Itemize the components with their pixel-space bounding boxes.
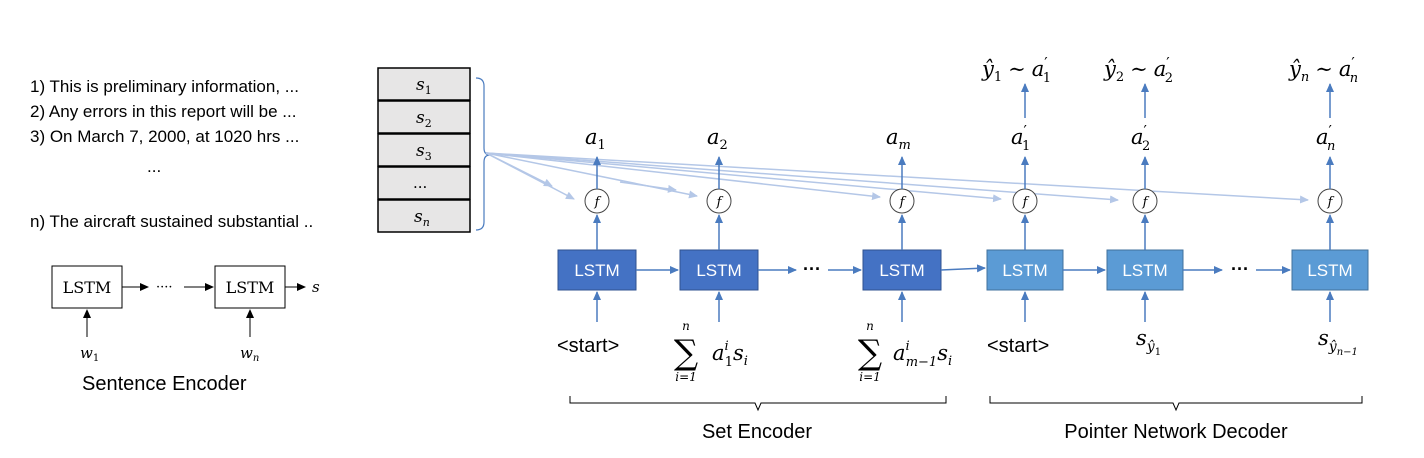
set-encoder-bracket [569,396,947,412]
enc-f-label-m: f [899,195,907,210]
enc-lstm-m-label: LSTM [879,261,924,280]
set-encoder-title: Set Encoder [702,421,812,443]
dec-lstm-n-label: LSTM [1307,261,1352,280]
stack-label-1: s1 [416,75,432,97]
stack-label-dots: ... [413,174,427,192]
stack-cell-3 [377,133,471,167]
sum2-top: n [866,319,874,333]
sent-output-s: s [312,278,320,296]
sent-dots: ···· [156,280,173,295]
dec-output-a1p: a′1 [1011,122,1030,154]
dec-input-s-y1: sŷ1 [1136,326,1161,358]
dec-lstm-1 [986,249,1064,291]
sentence-stack: s1 s2 s3 ... sn [377,67,491,233]
enc-f-label-1: f [594,195,602,210]
attn-line-4 [485,152,1002,203]
dec-f-label-2: f [1142,195,1150,210]
stack-cell-2 [377,100,471,134]
dec-f-label-1: f [1022,195,1030,210]
sentence-encoder-title: Sentence Encoder [82,373,247,395]
sentence-encoder: LSTM LSTM ···· s w1 wn Sentence Encoder [51,265,320,395]
enc-to-dec-arrow [940,264,986,273]
enc-output-am: am [886,125,911,153]
dec-output-a2p: a′2 [1131,122,1150,154]
attn-line-6 [485,152,1309,204]
stack-label-3: s3 [416,141,432,163]
enc-lstm-1-label: LSTM [574,261,619,280]
sentence-2: 2) Any errors in this report will be ... [30,102,296,121]
stack-cell-dots [377,166,471,200]
dec-prediction-1: ŷ1∼a′1 [981,54,1051,86]
enc-lstm-2 [679,249,759,291]
sentence-n: n) The aircraft sustained substantial .. [30,212,313,231]
stack-label-n: sn [414,207,430,229]
sentence-3: 3) On March 7, 2000, at 1020 hrs ... [30,127,299,146]
attn-line-8 [619,181,677,193]
attn-line-2 [485,152,698,199]
sum2-bottom: i=1 [859,370,881,384]
sum1-bottom: i=1 [675,370,697,384]
enc-f-label-2: f [716,195,724,210]
dec-prediction-n: ŷn∼a′n [1288,54,1358,86]
sent-lstm-1-label: LSTM [63,278,112,297]
dec-lstm-1-label: LSTM [1002,261,1047,280]
attention-lines [485,152,1309,204]
enc-output-a1: a1 [585,125,606,153]
sentence-list: 1) This is preliminary information, ... … [30,77,313,231]
enc-input-start: <start> [557,335,619,357]
sent-lstm-n-label: LSTM [226,278,275,297]
enc-dots: ··· [803,259,821,279]
sent-input-wn: wn [240,344,259,364]
dec-dots: ··· [1231,259,1249,279]
stack-cell-1 [377,67,471,101]
stack-cell-n [377,199,471,233]
dec-lstm-n [1291,249,1369,291]
stack-label-2: s2 [416,108,432,130]
sent-input-w1: w1 [80,344,99,364]
sum1-top: n [682,319,690,333]
set-encoder: LSTM LSTM LSTM ··· f f f a1 a2 am [557,125,952,443]
pointer-decoder-bracket [989,396,1363,412]
enc-lstm-m [862,249,942,291]
attn-line-7 [485,152,553,187]
dec-input-start: <start> [987,335,1049,357]
dec-lstm-2 [1106,249,1184,291]
dec-input-s-yn: sŷn−1 [1318,326,1358,358]
sentence-ellipsis: ... [147,157,161,176]
dec-output-anp: a′n [1316,122,1335,154]
attn-line-3 [485,152,881,201]
sent-lstm-n [214,265,286,309]
sentence-1: 1) This is preliminary information, ... [30,77,299,96]
attn-line-5 [485,152,1119,204]
sum1-sigma: ∑ [674,333,698,373]
dec-f-label-n: f [1327,195,1335,210]
enc-lstm-2-label: LSTM [696,261,741,280]
sum2-sigma: ∑ [858,333,882,373]
pointer-decoder-title: Pointer Network Decoder [1064,421,1288,443]
pointer-decoder: LSTM LSTM LSTM ··· f f f a′1 a′2 a′n [981,54,1369,443]
dec-lstm-2-label: LSTM [1122,261,1167,280]
dec-prediction-2: ŷ2∼a′2 [1103,54,1173,86]
enc-output-a2: a2 [707,125,728,153]
